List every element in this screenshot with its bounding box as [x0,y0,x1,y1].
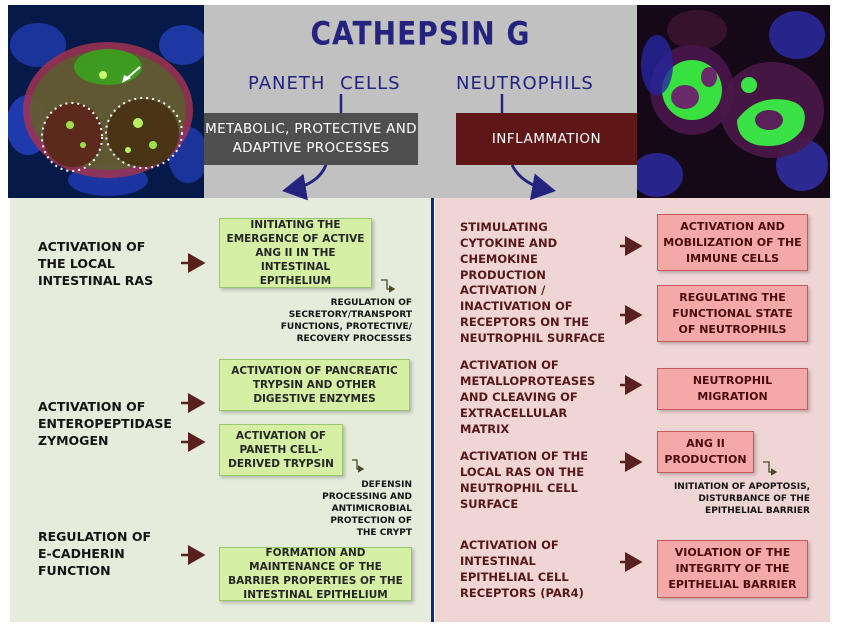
mechanism-enteropeptidase-zymogen: ACTIVATION OF ENTEROPEPTIDASE ZYMOGEN [38,399,172,448]
effect-active-ang2: INITIATING THE EMERGENCE OF ACTIVE ANG I… [219,218,372,288]
effect-paneth-trypsin: ACTIVATION OF PANETH CELL-DERIVED TRYPSI… [219,424,343,476]
effect-barrier-violation: VIOLATION OF THE INTEGRITY OF THE EPITHE… [657,540,808,598]
neutrophils-micrograph [637,5,830,198]
effect-neutrophil-migration: NEUTROPHIL MIGRATION [657,368,808,410]
mechanism-e-cadherin: REGULATION OF E-CADHERIN FUNCTION [38,529,152,578]
page-title: CATHEPSIN G [310,14,531,53]
note-apoptosis: INITIATION OF APOPTOSIS, DISTURBANCE OF … [673,482,810,516]
paneth-cells-heading: PANETH CELLS [248,73,401,94]
effect-immune-cells: ACTIVATION AND MOBILIZATION OF THE IMMUN… [657,214,808,271]
mechanism-par4-receptors: ACTIVATION OF INTESTINAL EPITHELIAL CELL… [460,538,584,600]
header-panel: CATHEPSIN G PANETH CELLS NEUTROPHILS MET… [204,5,637,198]
note-defensin-processing: DEFENSIN PROCESSING AND ANTIMICROBIAL PR… [322,480,412,538]
mechanism-neutrophil-receptors: ACTIVATION / INACTIVATION OF RECEPTORS O… [460,283,606,345]
effect-ang2-production: ANG II PRODUCTION [657,431,754,473]
mechanism-cytokine-production: STIMULATING CYTOKINE AND CHEMOKINE PRODU… [460,220,558,282]
effect-barrier-properties: FORMATION AND MAINTENANCE OF THE BARRIER… [219,547,412,601]
inflammation-category-box: INFLAMMATION [456,113,637,165]
note-secretory-regulation: REGULATION OF SECRETORY/TRANSPORT FUNCTI… [280,298,412,344]
column-divider [431,198,434,622]
paneth-cells-micrograph [8,5,204,198]
paneth-category-box: METABOLIC, PROTECTIVE AND ADAPTIVE PROCE… [204,113,418,165]
mechanism-local-intestinal-ras: ACTIVATION OF THE LOCAL INTESTINAL RAS [38,239,154,288]
mechanism-metalloproteases: ACTIVATION OF METALLOPROTEASES AND CLEAV… [460,358,596,436]
effect-pancreatic-trypsin: ACTIVATION OF PANCREATIC TRYPSIN AND OTH… [219,359,410,411]
neutrophils-heading: NEUTROPHILS [456,73,594,94]
mechanism-local-ras-neutrophil: ACTIVATION OF THE LOCAL RAS ON THE NEUTR… [460,449,589,511]
effect-functional-state: REGULATING THE FUNCTIONAL STATE OF NEUTR… [657,285,808,342]
